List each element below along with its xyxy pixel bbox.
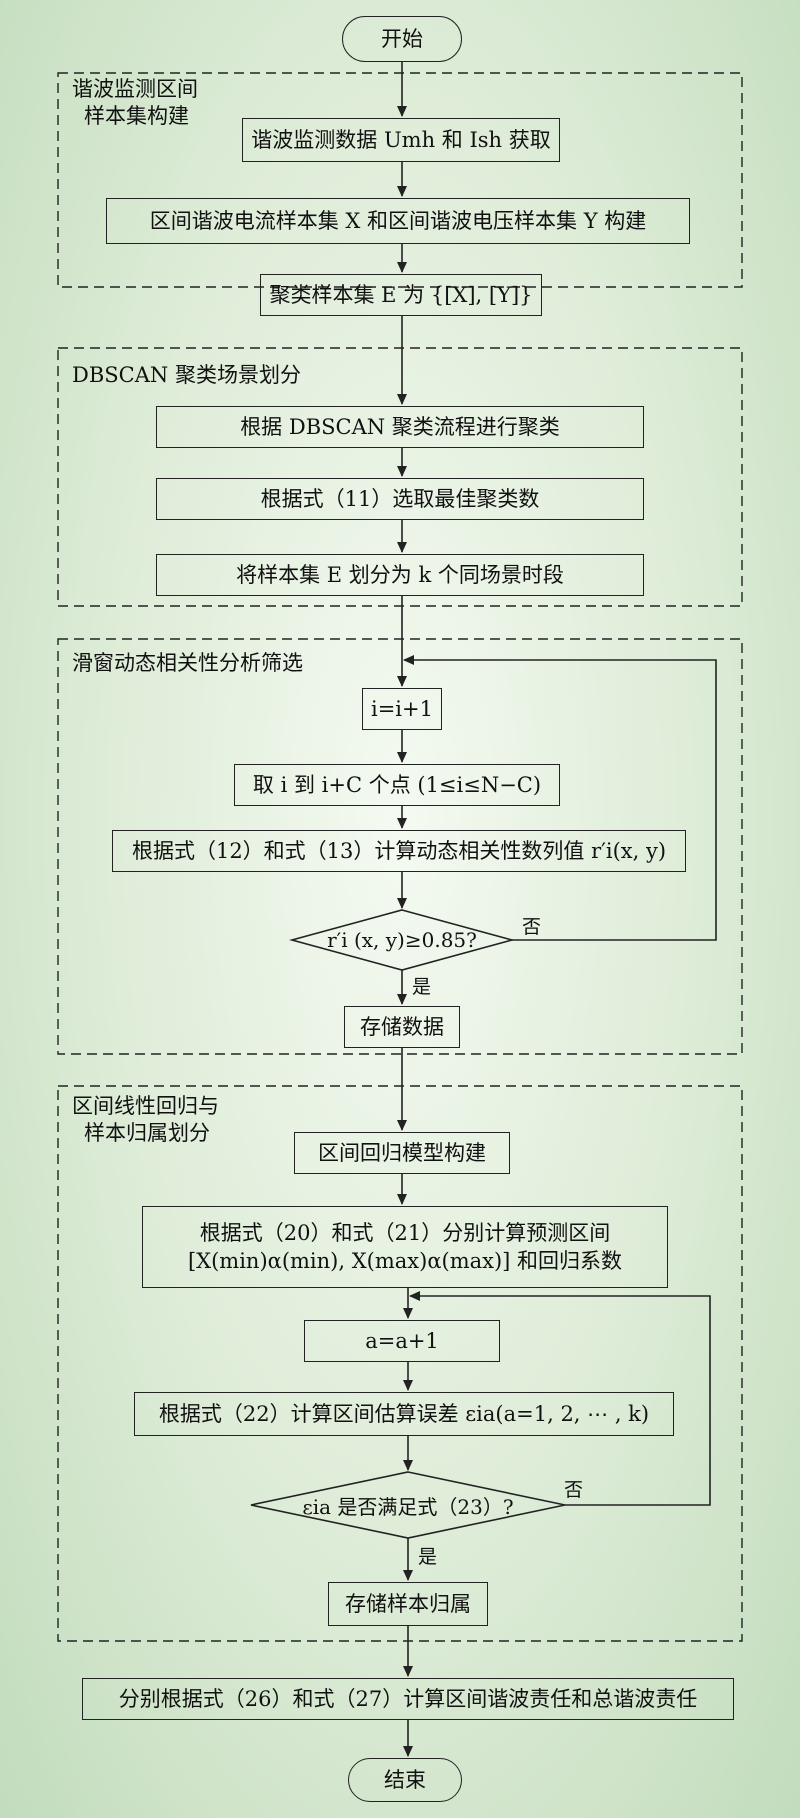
- step-compute-estimation-error: 根据式（22）计算区间估算误差 εia(a=1, 2, ⋯ , k): [134, 1392, 674, 1436]
- no-label-2: 否: [564, 1479, 584, 1501]
- step-partition-sample-set: 将样本集 E 划分为 k 个同场景时段: [156, 554, 644, 596]
- step-harmonic-data-acquisition: 谐波监测数据 Umh 和 Ish 获取: [242, 118, 560, 162]
- step-store-sample-membership: 存储样本归属: [328, 1582, 488, 1626]
- step-cluster-sample-set: 聚类样本集 E 为 {[X], [Y]}: [260, 274, 542, 316]
- group-label-4-line2: 样本归属划分: [84, 1121, 210, 1146]
- group-label-3: 滑窗动态相关性分析筛选: [72, 651, 303, 675]
- group-label-4-line1: 区间线性回归与: [72, 1094, 219, 1118]
- step-compute-harmonic-responsibility: 分别根据式（26）和式（27）计算区间谐波责任和总谐波责任: [82, 1678, 734, 1720]
- end-node: 结束: [348, 1758, 462, 1802]
- group-frame-3: [57, 638, 743, 1055]
- group-label-2: DBSCAN 聚类场景划分: [72, 363, 301, 387]
- group-label-4: 区间线性回归与 样本归属划分: [72, 1093, 219, 1148]
- step-increment-i: i=i+1: [362, 688, 442, 730]
- step-increment-a: a=a+1: [304, 1320, 500, 1362]
- group-label-1: 谐波监测区间 样本集构建: [72, 76, 198, 131]
- yes-label-2: 是: [418, 1546, 438, 1568]
- group-frame-2: [57, 347, 743, 607]
- loop-back-arrow-1: [403, 655, 717, 941]
- step-build-sample-sets: 区间谐波电流样本集 X 和区间谐波电压样本集 Y 构建: [106, 198, 690, 244]
- group-label-1-line2: 样本集构建: [84, 104, 189, 129]
- start-node: 开始: [342, 16, 462, 62]
- loop-back-arrow-2: [409, 1291, 711, 1506]
- step-build-interval-regression: 区间回归模型构建: [294, 1132, 510, 1174]
- step-compute-prediction-interval-line2: [X(min)α(min), X(max)α(max)] 和回归系数: [187, 1249, 623, 1273]
- step-compute-dynamic-correlation: 根据式（12）和式（13）计算动态相关性数列值 r′i(x, y): [112, 830, 686, 872]
- group-label-1-line1: 谐波监测区间: [72, 77, 198, 101]
- step-store-data: 存储数据: [344, 1006, 460, 1048]
- group-frame-4: [57, 1085, 743, 1642]
- step-select-best-cluster-count: 根据式（11）选取最佳聚类数: [156, 478, 644, 520]
- step-take-points: 取 i 到 i+C 个点 (1≤i≤N−C): [234, 764, 560, 806]
- step-dbscan-clustering: 根据 DBSCAN 聚类流程进行聚类: [156, 406, 644, 448]
- step-compute-prediction-interval-line1: 根据式（20）和式（21）分别计算预测区间: [199, 1220, 611, 1245]
- group-frame-1: [57, 72, 743, 288]
- decision-correlation-threshold: r′i (x, y)≥0.85?: [327, 928, 477, 952]
- step-compute-prediction-interval: 根据式（20）和式（21）分别计算预测区间 [X(min)α(min), X(m…: [142, 1206, 668, 1288]
- decision-error-condition: εia 是否满足式（23）?: [302, 1494, 514, 1519]
- yes-label-1: 是: [412, 976, 432, 998]
- no-label-1: 否: [522, 916, 542, 938]
